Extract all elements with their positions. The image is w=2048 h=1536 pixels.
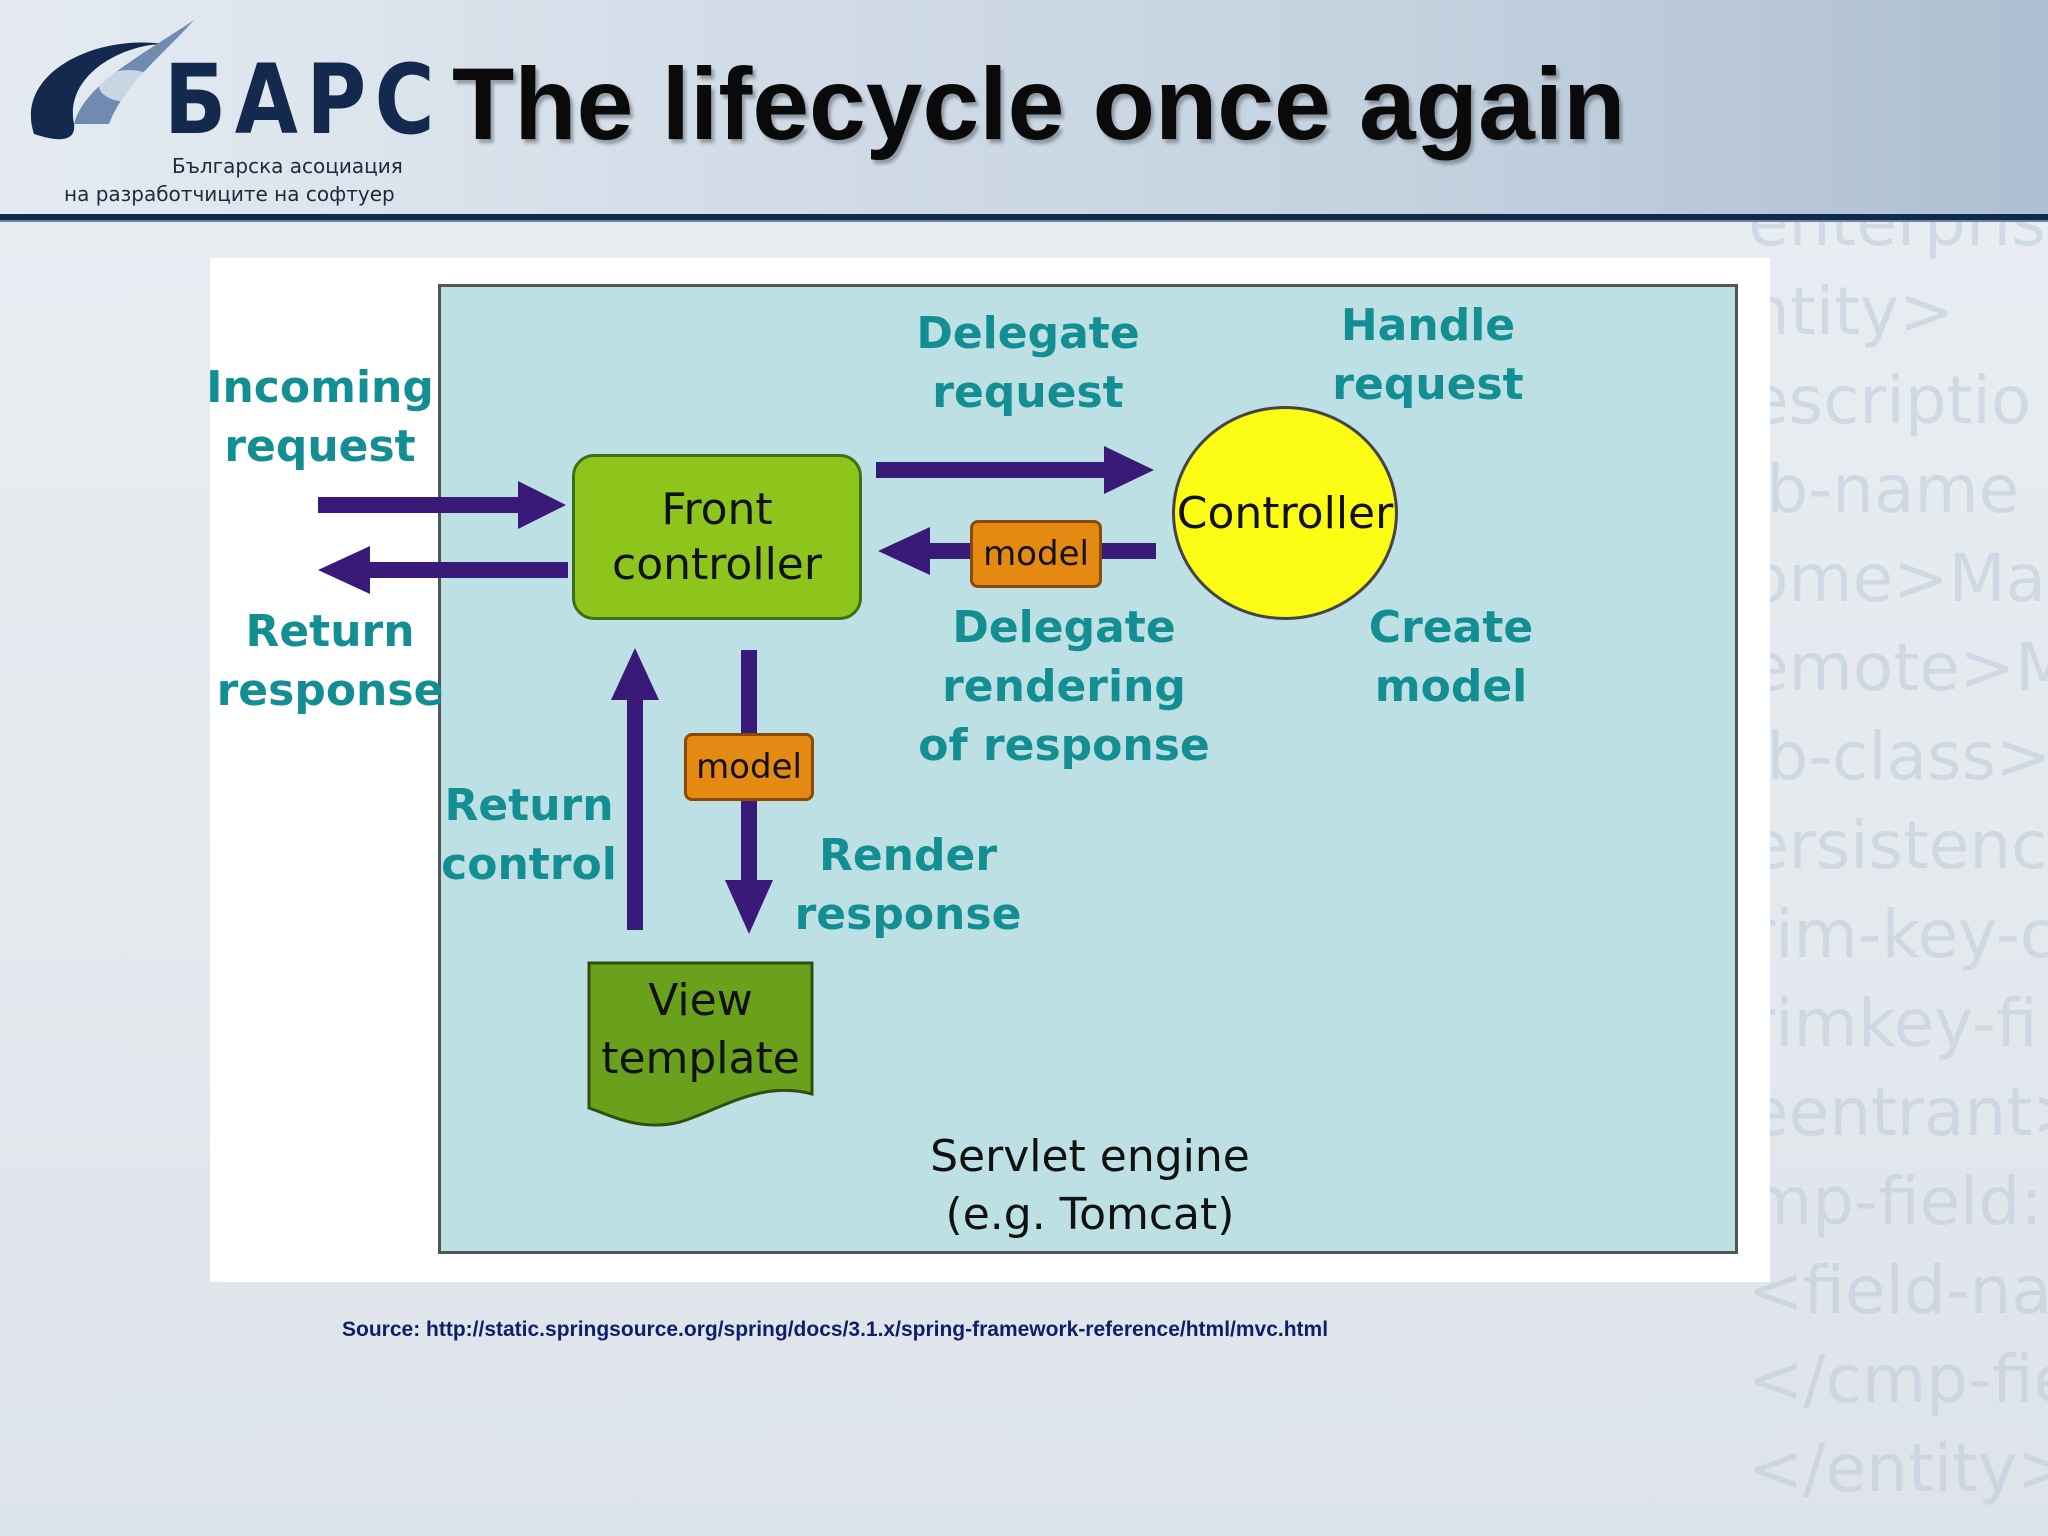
- logo-tagline: Българска асоциация: [172, 154, 403, 178]
- step-create-model: Create model: [1368, 602, 1534, 712]
- model-badge: model: [970, 520, 1102, 588]
- controller-node: Controller: [1172, 406, 1398, 620]
- step-return-control: Return control: [441, 780, 617, 890]
- step-handle-request: Handle request: [1332, 300, 1524, 410]
- logo-wordmark: БАРС: [164, 44, 444, 156]
- logo-tagline: на разработчиците на софтуер: [64, 182, 395, 206]
- arrow-delegate-request: [876, 446, 1154, 494]
- slide-header: БАРС Българска асоциация на разработчици…: [0, 0, 2048, 216]
- arrow-return-control: [611, 648, 659, 930]
- arrow-incoming-request: [318, 481, 566, 529]
- model-badge: model: [684, 733, 814, 801]
- arrow-return-response: [318, 546, 568, 594]
- step-return-response: Return response: [216, 606, 444, 716]
- swoosh-icon: [30, 20, 194, 140]
- view-template-node: [587, 961, 814, 1127]
- header-divider: [0, 214, 2048, 220]
- source-citation: Source: http://static.springsource.org/s…: [342, 1318, 1329, 1341]
- servlet-engine-label: Servlet engine (e.g. Tomcat): [930, 1131, 1250, 1240]
- controller-label: Controller: [1176, 487, 1394, 539]
- bars-logo: БАРС Българска асоциация на разработчици…: [14, 14, 435, 206]
- step-incoming-request: Incoming request: [206, 362, 434, 472]
- slide-title: The lifecycle once again: [452, 47, 1626, 161]
- step-delegate-rendering: Delegate rendering of response: [918, 602, 1210, 771]
- header-divider: [0, 220, 2048, 222]
- step-delegate-request: Delegate request: [916, 308, 1140, 418]
- step-render-response: Render response: [794, 830, 1022, 940]
